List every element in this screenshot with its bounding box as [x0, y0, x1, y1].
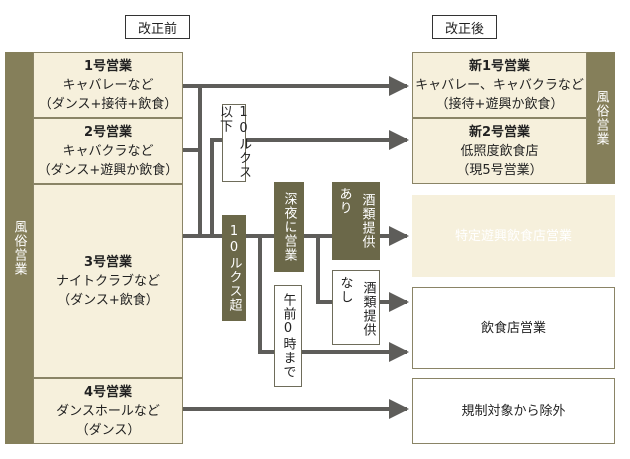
late-night-label: 深夜に営業	[274, 182, 304, 272]
alcohol-no-type: 酒類提供	[360, 281, 376, 337]
right-category-bar: 風俗営業	[587, 52, 615, 184]
right-category-label: 風俗営業	[593, 90, 609, 146]
before-midnight-label: 午前0時まで	[274, 285, 302, 387]
after-new1-line1: キャバレー、キャバクラなど	[415, 77, 584, 93]
left-category-bar: 風俗営業	[5, 52, 33, 444]
before-3-line1: ナイトクラブなど	[55, 273, 160, 289]
before-2-title: 2号営業	[83, 124, 133, 140]
after-special-text: 特定遊興飲食店営業	[454, 228, 572, 244]
after-restaurant-text: 飲食店営業	[480, 320, 546, 336]
alcohol-yes-type: 酒類提供	[359, 193, 375, 249]
left-category-label: 風俗営業	[11, 220, 27, 276]
after-new1-line2: （接待+遊興か飲食）	[435, 96, 564, 112]
after-new2-line2: （現5号営業）	[456, 162, 543, 178]
alcohol-yes-text: あり	[336, 187, 352, 215]
lux-below-label: 10ルクス以下	[217, 104, 251, 182]
before-box-1: 1号営業 キャバレーなど （ダンス+接待+飲食）	[33, 52, 183, 118]
after-restaurant-box: 飲食店営業	[412, 287, 615, 369]
arrow-before-midnight	[258, 236, 409, 362]
before-2-line2: （ダンス+遊興か飲食）	[37, 162, 179, 178]
before-4-title: 4号営業	[83, 384, 133, 400]
before-box-4: 4号営業 ダンスホールなど （ダンス）	[33, 378, 183, 444]
after-new1-box: 新1号営業 キャバレー、キャバクラなど （接待+遊興か飲食）	[412, 52, 587, 118]
before-4-line2: （ダンス）	[75, 422, 141, 438]
arrow-3-to-new2	[183, 130, 409, 238]
arrow-2-branch	[183, 86, 202, 152]
before-midnight-text: 午前0時まで	[280, 293, 296, 379]
before-4-line1: ダンスホールなど	[56, 403, 160, 419]
alcohol-no-text: なし	[337, 276, 353, 304]
after-excluded-text: 規制対象から除外	[461, 403, 566, 419]
after-new2-box: 新2号営業 低照度飲食店 （現5号営業）	[412, 118, 587, 184]
before-1-line2: （ダンス+接待+飲食）	[38, 96, 178, 112]
before-2-line1: キャバクラなど	[62, 143, 154, 159]
after-excluded-box: 規制対象から除外	[412, 378, 615, 444]
lux-above-label: 10ルクス超	[222, 215, 246, 321]
before-1-title: 1号営業	[83, 58, 133, 74]
lux-below-text: 10ルクス以下	[217, 105, 251, 179]
before-box-2: 2号営業 キャバクラなど （ダンス+遊興か飲食）	[33, 118, 183, 184]
late-night-text: 深夜に営業	[281, 192, 297, 262]
after-new2-line1: 低照度飲食店	[460, 143, 539, 159]
after-new2-title: 新2号営業	[468, 124, 531, 140]
alcohol-no-label: なし 酒類提供	[332, 270, 380, 345]
after-special-box: 特定遊興飲食店営業	[412, 195, 615, 277]
before-1-line1: キャバレーなど	[62, 77, 154, 93]
alcohol-yes-label: あり 酒類提供	[332, 182, 380, 260]
after-header: 改正後	[432, 15, 497, 39]
lux-above-text: 10ルクス超	[226, 224, 242, 312]
after-new1-title: 新1号営業	[468, 58, 531, 74]
before-header: 改正前	[125, 15, 190, 39]
before-box-3: 3号営業 ナイトクラブなど （ダンス+飲食）	[33, 184, 183, 378]
before-3-title: 3号営業	[83, 254, 133, 270]
before-3-line2: （ダンス+飲食）	[57, 292, 159, 308]
